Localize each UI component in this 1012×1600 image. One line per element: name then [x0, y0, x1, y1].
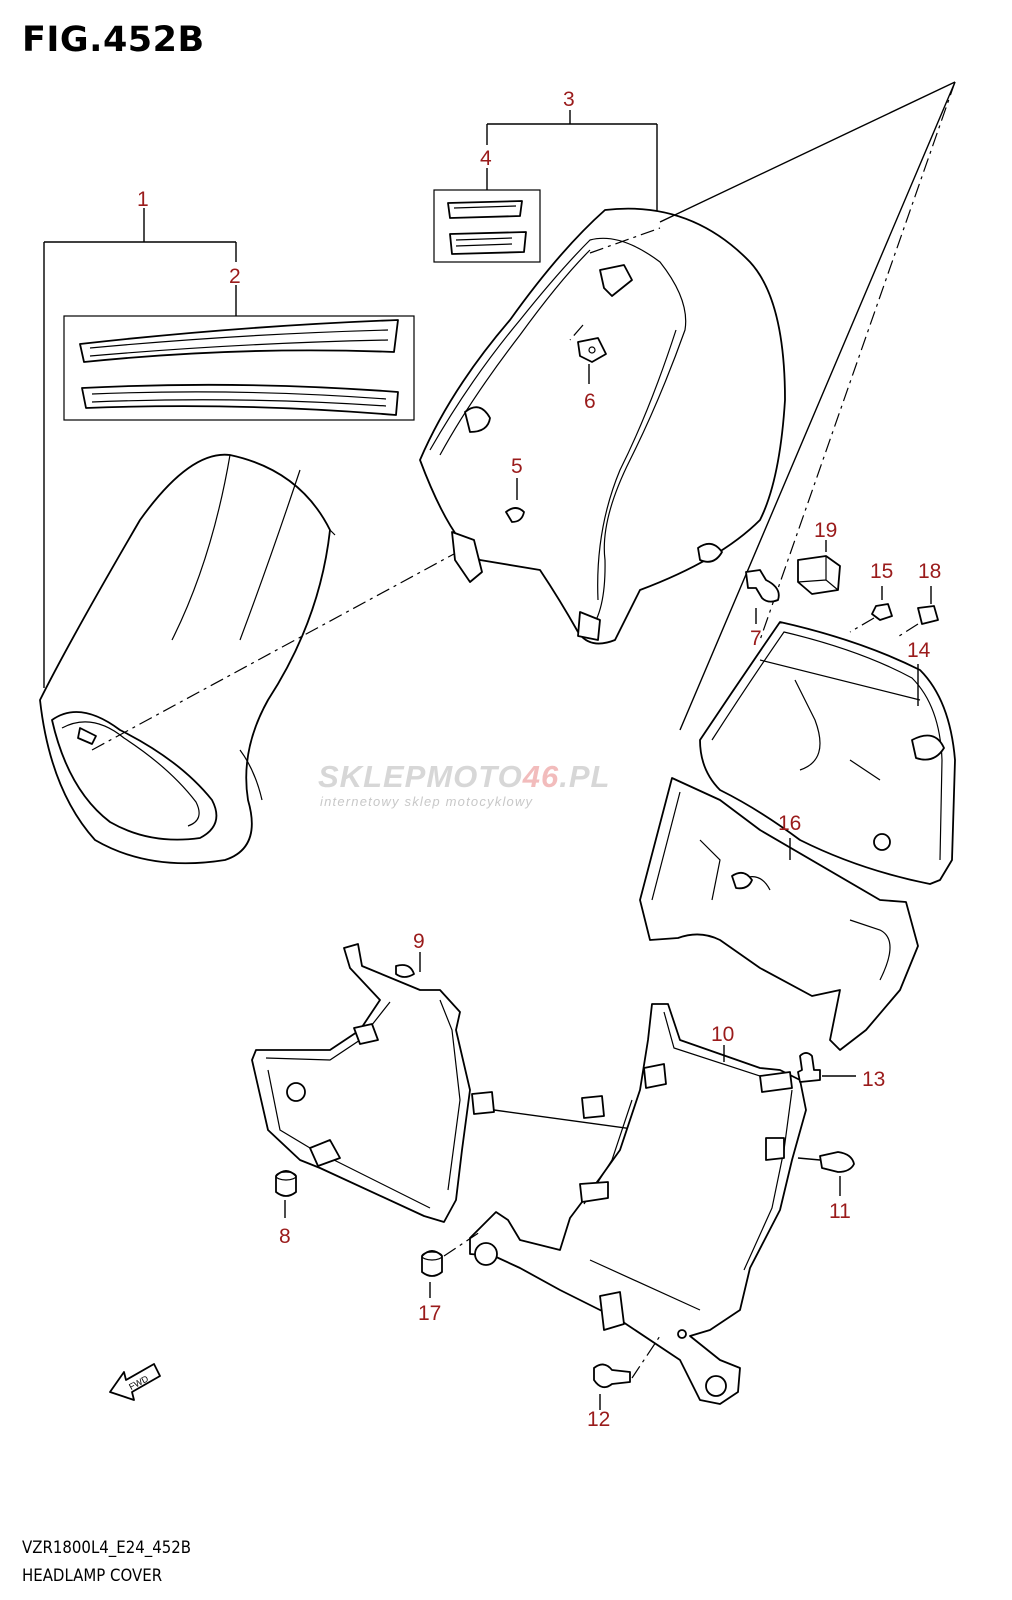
bracket-group-3 [486, 110, 658, 222]
bracket-group-1 [43, 208, 237, 688]
screw-part-7 [745, 569, 780, 624]
callout-18: 18 [918, 560, 941, 583]
watermark-brand-main: SKLEPMOTO [318, 759, 523, 794]
section-name: HEADLAMP COVER [22, 1566, 163, 1586]
callout-10: 10 [711, 1023, 734, 1046]
watermark-brand-accent: 46 [522, 759, 560, 794]
callout-7: 7 [750, 627, 762, 650]
clip-part-6 [577, 337, 607, 384]
leader-housing-to-cover [91, 547, 466, 751]
watermark-brand: SKLEPMOTO46.PL [318, 760, 678, 794]
callout-1: 1 [137, 188, 149, 211]
callout-2: 2 [229, 265, 241, 288]
emblem-set-part-4 [433, 189, 541, 263]
callout-13: 13 [862, 1068, 885, 1091]
bolt-part-12 [593, 1335, 661, 1410]
callout-16: 16 [778, 812, 801, 835]
bracket-part-10 [469, 1003, 807, 1405]
grommet-part-13 [797, 1052, 856, 1083]
callout-5: 5 [511, 455, 523, 478]
bracket-part-9 [251, 943, 495, 1223]
callout-14: 14 [907, 639, 931, 662]
callout-15: 15 [870, 560, 893, 583]
nut-part-18 [895, 586, 939, 639]
lower-panel-part-16 [639, 777, 919, 1051]
callout-3: 3 [563, 88, 575, 111]
grommet-part-8 [275, 1170, 297, 1218]
stripe-set-part-2 [63, 315, 415, 421]
leader-cone-bottom [679, 81, 956, 731]
callout-9: 9 [413, 930, 425, 953]
grommet-part-15 [849, 586, 893, 633]
callout-12: 12 [587, 1408, 610, 1431]
leader-cone-mid [759, 81, 956, 641]
bolt-part-11 [797, 1151, 855, 1196]
front-cover-part-3 [419, 207, 786, 645]
fwd-direction-arrow: FWD [109, 1363, 161, 1401]
callout-6: 6 [584, 390, 596, 413]
figure-title: FIG.452B [22, 20, 205, 60]
callout-4: 4 [480, 147, 492, 170]
callout-11: 11 [829, 1200, 851, 1223]
watermark: SKLEPMOTO46.PL internetowy sklep motocyk… [318, 760, 678, 810]
cushion-part-19 [797, 540, 841, 595]
screw-part-5 [505, 478, 525, 523]
callout-17: 17 [418, 1302, 441, 1325]
model-code: VZR1800L4_E24_452B [22, 1538, 192, 1558]
leader-cone-top [659, 81, 956, 223]
callout-8: 8 [279, 1225, 291, 1248]
watermark-brand-tld: .PL [559, 759, 611, 794]
grommet-part-17 [421, 1231, 481, 1298]
inner-panel-part-14 [699, 621, 956, 885]
headlamp-housing-part-1 [39, 453, 336, 865]
callout-19: 19 [814, 519, 837, 542]
watermark-tagline: internetowy sklep motocyklowy [320, 794, 534, 809]
